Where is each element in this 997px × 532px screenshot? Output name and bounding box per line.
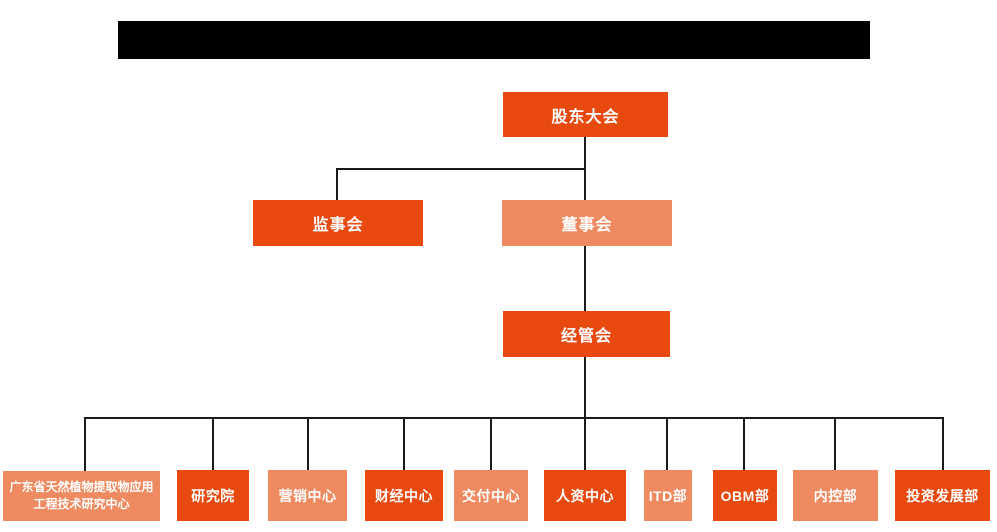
connector-line	[584, 357, 586, 418]
connector-line	[584, 168, 586, 200]
connector-line	[336, 168, 338, 200]
org-node-research-center: 广东省天然植物提取物应用工程技术研究中心	[3, 471, 160, 521]
connector-line	[584, 246, 586, 311]
org-node-finance-center: 财经中心	[365, 470, 443, 521]
connector-line	[85, 417, 944, 419]
org-node-management-committee: 经管会	[503, 311, 670, 357]
connector-line	[584, 417, 586, 471]
connector-line	[490, 417, 492, 471]
connector-line	[834, 417, 836, 471]
org-node-supervisory-board: 监事会	[253, 200, 423, 246]
org-node-delivery-center: 交付中心	[454, 470, 528, 521]
org-node-itd-department: ITD部	[644, 470, 692, 521]
org-node-shareholders-meeting: 股东大会	[503, 92, 668, 137]
org-node-investment-development-department: 投资发展部	[895, 470, 990, 521]
org-node-obm-department: OBM部	[713, 470, 777, 521]
connector-line	[336, 168, 586, 170]
connector-line	[584, 137, 586, 169]
connector-line	[84, 417, 86, 471]
title-redacted-bar	[118, 21, 870, 59]
connector-line	[942, 417, 944, 471]
org-node-hr-center: 人资中心	[544, 470, 626, 521]
connector-line	[743, 417, 745, 471]
connector-line	[212, 417, 214, 471]
connector-line	[307, 417, 309, 471]
org-node-research-institute: 研究院	[177, 470, 249, 521]
org-node-board-of-directors: 董事会	[502, 200, 672, 246]
connector-line	[666, 417, 668, 471]
connector-line	[403, 417, 405, 471]
org-node-internal-control-department: 内控部	[793, 470, 878, 521]
org-node-marketing-center: 营销中心	[268, 470, 347, 521]
